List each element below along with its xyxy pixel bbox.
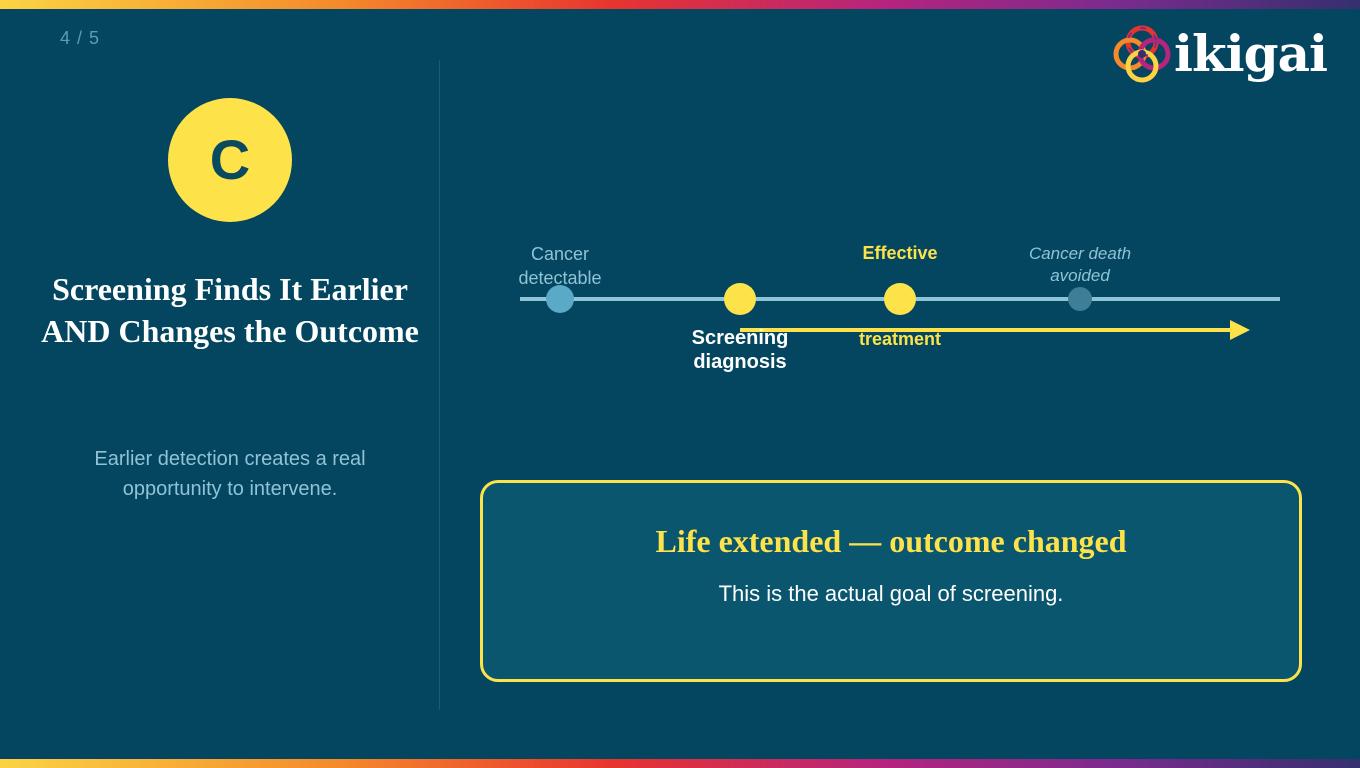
label-treatment: treatment (858, 329, 942, 349)
section-title: Screening Finds It Earlier AND Changes t… (41, 271, 419, 349)
section-subtitle: Earlier detection creates a real opportu… (94, 448, 366, 500)
label-effective: Effective (862, 243, 938, 263)
bottom-gradient-bar (0, 759, 1360, 768)
ikigai-rings-icon (1113, 25, 1171, 83)
outcome-callout: Life extended — outcome changed This is … (480, 480, 1302, 682)
slide-counter: 4 / 5 (60, 28, 101, 48)
death-avoided-node (1068, 287, 1092, 311)
top-gradient-bar (0, 0, 1360, 9)
vertical-divider (439, 60, 440, 710)
badge-letter: C (209, 128, 251, 191)
label-screening-line2: diagnosis (693, 351, 787, 373)
label-cancer-detectable-line2: detectable (518, 268, 602, 288)
screening-node (724, 283, 756, 315)
outcome-title: Life extended — outcome changed (655, 523, 1127, 559)
outcome-text: This is the actual goal of screening. (718, 581, 1064, 606)
logo-wordmark: ikigai (1174, 24, 1328, 83)
label-cancer-detectable: Cancer detectable (490, 242, 630, 290)
label-avoided-line2: avoided (1050, 266, 1110, 285)
label-screening-line1: Screening (691, 327, 789, 349)
treatment-node (884, 283, 916, 315)
label-cancer-death-avoided: Cancer death avoided (1000, 243, 1160, 287)
label-screening-diagnosis: Screening diagnosis (660, 326, 820, 374)
treatment-arrow-head (1230, 320, 1250, 340)
section-badge: C (168, 98, 292, 222)
label-avoided-line1: Cancer death (1028, 244, 1132, 263)
label-cancer-detectable-line1: Cancer (530, 244, 590, 264)
ikigai-logo: ikigai (1110, 22, 1335, 88)
